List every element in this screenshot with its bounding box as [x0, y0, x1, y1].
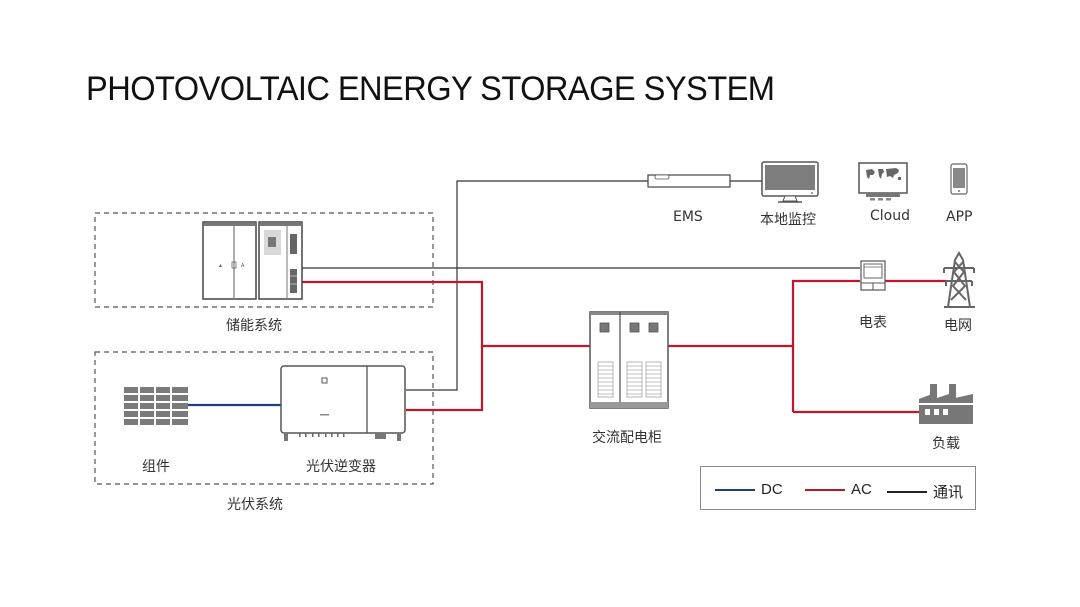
page-title: PHOTOVOLTAIC ENERGY STORAGE SYSTEM	[86, 70, 775, 108]
pv-modules-label: 组件	[142, 459, 170, 475]
pv-inverter-icon	[280, 365, 406, 441]
pv-system-label: 光伏系统	[227, 497, 283, 513]
legend-label-dc: DC	[761, 481, 783, 498]
legend-item-comm: 通讯	[887, 481, 963, 502]
load-factory-icon	[919, 384, 973, 424]
grid-label: 电网	[944, 318, 972, 334]
legend-item-dc: DC	[715, 481, 783, 498]
pv-modules-icon	[124, 387, 188, 425]
load-label: 负载	[932, 436, 960, 452]
cloud-screen-icon	[858, 162, 908, 201]
app-label: APP	[946, 209, 973, 225]
local-monitor-icon	[761, 161, 819, 203]
pv-inverter-label: 光伏逆变器	[306, 459, 376, 475]
legend-label-ac: AC	[851, 481, 872, 498]
svg-text:A: A	[241, 263, 245, 269]
ems-device-icon	[647, 174, 731, 188]
local-monitor-label: 本地监控	[760, 212, 816, 228]
pv-system-group-box	[94, 351, 434, 485]
ems-label: EMS	[673, 209, 703, 225]
legend-swatch-dc	[715, 488, 755, 491]
svg-text:▲: ▲	[218, 263, 223, 269]
ac-line-meter	[791, 279, 860, 412]
legend-swatch-comm	[887, 490, 927, 493]
ac-distribution-cabinet-icon	[589, 311, 669, 409]
app-phone-icon	[950, 163, 968, 195]
legend: DC AC 通讯	[700, 466, 976, 510]
comm-line-inverter-ems	[406, 180, 648, 391]
pcs-cabinet-icon	[258, 221, 303, 300]
comm-lines	[300, 180, 860, 391]
electric-meter-icon	[860, 260, 886, 291]
legend-label-comm: 通讯	[933, 484, 964, 501]
legend-swatch-ac	[805, 488, 845, 491]
meter-label: 电表	[859, 315, 887, 331]
power-grid-tower-icon	[943, 250, 975, 308]
legend-item-ac: AC	[805, 481, 872, 498]
storage-system-label: 储能系统	[226, 318, 282, 334]
battery-cabinet-icon: ▲ A	[202, 221, 257, 300]
cloud-label: Cloud	[870, 208, 910, 224]
ac-cabinet-label: 交流配电柜	[592, 430, 662, 446]
ac-lines	[300, 279, 947, 414]
